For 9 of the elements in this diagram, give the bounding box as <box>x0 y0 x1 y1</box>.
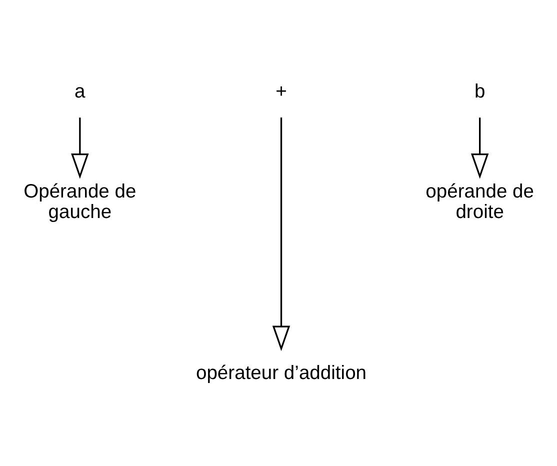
node-text: a <box>74 81 86 102</box>
arrow <box>272 117 290 352</box>
node-text: opérateur d’addition <box>196 362 367 384</box>
node-text: + <box>276 81 287 102</box>
arrow <box>470 118 489 179</box>
node-text: b <box>474 81 486 102</box>
arrow <box>71 118 89 179</box>
node-text: opérande de droite <box>426 181 534 224</box>
node-text: Opérande de gauche <box>24 181 136 224</box>
